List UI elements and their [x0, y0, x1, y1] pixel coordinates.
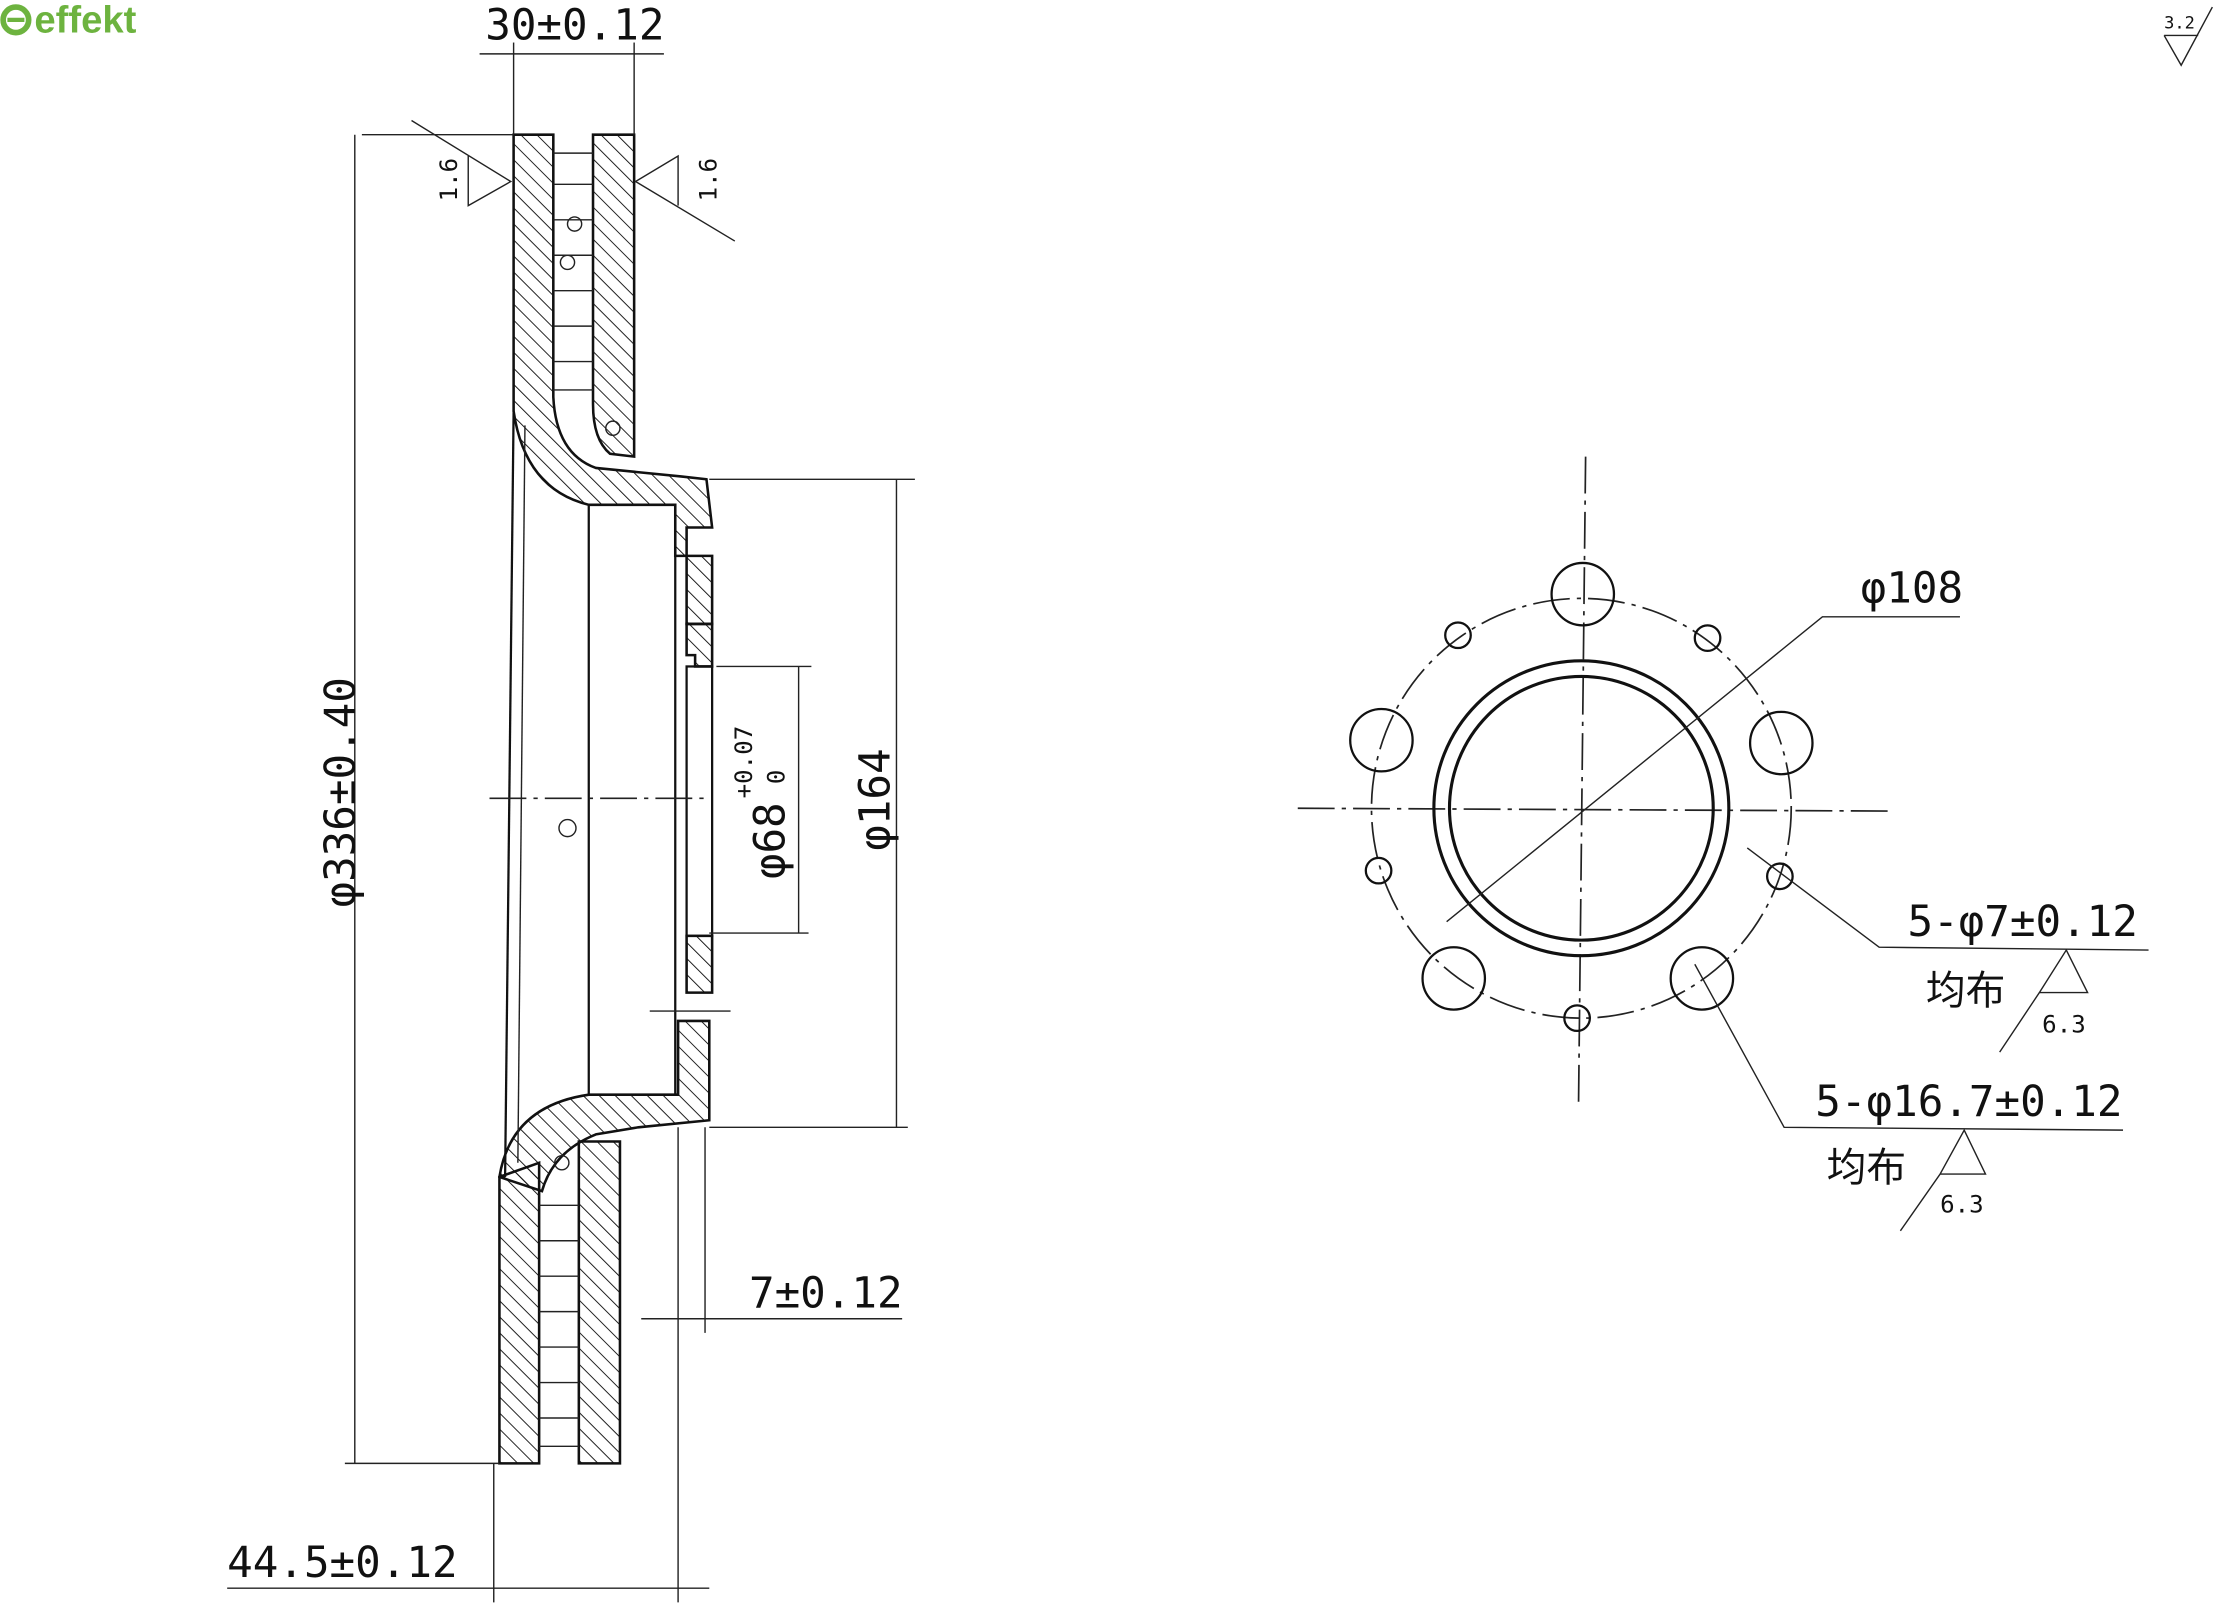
svg-text:0: 0: [762, 770, 790, 785]
small-holes: [1364, 621, 1794, 1033]
effekt-logo: effekt: [0, 0, 137, 42]
overall-height-label: 44.5±0.12: [227, 1539, 457, 1588]
logo-text: effekt: [34, 0, 136, 42]
svg-text:均布: 均布: [1827, 1145, 1906, 1191]
roughness-right: 1.6: [634, 154, 736, 242]
large-holes: [1349, 561, 1814, 1011]
svg-text:1.6: 1.6: [435, 158, 463, 202]
svg-text:+0.07: +0.07: [730, 726, 758, 799]
roughness-left: 1.6: [411, 119, 513, 207]
svg-text:6.3: 6.3: [1940, 1190, 1984, 1218]
outer-diameter-label: φ336±0.40: [317, 677, 366, 907]
svg-text:均布: 均布: [1926, 968, 2005, 1014]
svg-text:3.2: 3.2: [2164, 13, 2195, 33]
front-view: φ108 5-φ7±0.12 均布 6.3 5-φ16.7±0.12 均布 6.…: [1297, 456, 2149, 1232]
hub-diameter-label: φ164: [851, 748, 900, 850]
general-roughness-symbol: 3.2: [2163, 6, 2213, 67]
pcd-label: φ108: [1861, 565, 1963, 614]
upper-inner-plate: [591, 133, 636, 459]
hat-thickness-label: 7±0.12: [749, 1269, 903, 1318]
section-dimensions: 30±0.12 φ336±0.40 φ164 φ68 +0.07 0 7±0.1…: [227, 2, 915, 1603]
upper-outer-plate: [512, 133, 714, 558]
section-view: [489, 133, 731, 1465]
small-holes-label: 5-φ7±0.12: [1907, 898, 2137, 947]
width-dim-label: 30±0.12: [485, 2, 664, 51]
large-holes-label: 5-φ16.7±0.12: [1815, 1078, 2122, 1127]
bore-dim-label: φ68: [746, 802, 795, 879]
lower-vanes: [539, 1204, 579, 1448]
svg-text:6.3: 6.3: [2042, 1010, 2086, 1038]
svg-text:1.6: 1.6: [694, 158, 722, 202]
upper-vanes: [553, 152, 594, 391]
bolt-circle: [1370, 597, 1793, 1019]
